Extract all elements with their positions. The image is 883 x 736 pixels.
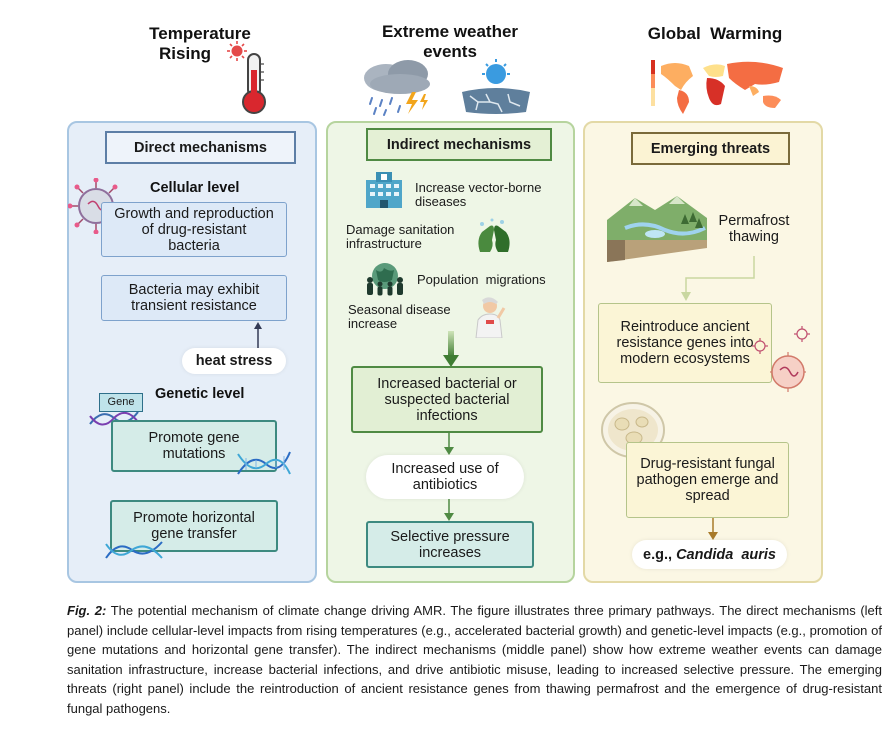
emerging-threats-title: Emerging threats xyxy=(631,132,790,165)
reintroduce-genes-text: Reintroduce ancient resistance genes int… xyxy=(616,319,754,367)
antibiotics-to-pressure-arrow xyxy=(444,499,454,521)
population-migrations-label: Population migrations xyxy=(417,272,546,287)
seasonal-disease-label: Seasonal disease increase xyxy=(348,302,451,331)
antibiotics-pill: Increased use of antibiotics xyxy=(366,455,524,499)
gene-dna-icon xyxy=(89,411,139,426)
caption-label: Fig. 2: xyxy=(67,603,107,618)
figure-caption: Fig. 2: The potential mechanism of clima… xyxy=(67,601,882,718)
cellular-level-label: Cellular level xyxy=(150,180,240,196)
thermometer-icon xyxy=(242,53,266,114)
gene-mutations-text: Promote gene mutations xyxy=(148,430,240,462)
fungal-pathogen-box: Drug-resistant fungal pathogen emerge an… xyxy=(626,442,789,518)
world-heatmap-icon xyxy=(651,60,783,114)
heat-stress-text: heat stress xyxy=(195,353,273,369)
gene-tag: Gene xyxy=(99,393,143,412)
drought-icon xyxy=(462,59,530,114)
hands-washing-icon xyxy=(478,218,510,252)
hospital-icon xyxy=(366,172,402,208)
global-warming-header: Global Warming xyxy=(647,24,783,43)
fungal-to-example-arrow xyxy=(708,518,718,540)
population-icon xyxy=(367,263,403,296)
extreme-weather-header: Extreme weather events xyxy=(381,22,519,61)
antibiotics-text: Increased use of antibiotics xyxy=(391,461,499,493)
direct-mechanisms-title: Direct mechanisms xyxy=(105,131,296,164)
candida-auris-pill: e.g., Candida auris xyxy=(632,540,787,569)
caption-text: The potential mechanism of climate chang… xyxy=(67,603,882,716)
storm-cloud-icon xyxy=(364,60,430,116)
temperature-header: Temperature Rising xyxy=(149,24,251,63)
bacterial-infections-text: Increased bacterial or suspected bacteri… xyxy=(377,375,517,424)
heat-stress-arrow xyxy=(254,322,262,349)
selective-pressure-box: Selective pressure increases xyxy=(366,521,534,568)
heat-stress-pill: heat stress xyxy=(182,348,286,374)
example-species: Candida auris xyxy=(676,546,776,563)
indirect-mechanisms-title: Indirect mechanisms xyxy=(366,128,552,161)
horizontal-transfer-box: Promote horizontal gene transfer xyxy=(110,500,278,552)
ancient-bacteria-icon xyxy=(752,326,810,392)
horizontal-transfer-text: Promote horizontal gene transfer xyxy=(133,510,255,542)
permafrost-label: Permafrost thawing xyxy=(718,213,790,245)
reintroduce-genes-box: Reintroduce ancient resistance genes int… xyxy=(598,303,772,383)
transient-resistance-box: Bacteria may exhibit transient resistanc… xyxy=(101,275,287,321)
bacterial-infections-box: Increased bacterial or suspected bacteri… xyxy=(351,366,543,433)
example-prefix: e.g., xyxy=(643,546,677,563)
gene-mutations-box: Promote gene mutations xyxy=(111,420,277,472)
infections-to-antibiotics-arrow xyxy=(444,433,454,455)
vector-borne-label: Increase vector-borne diseases xyxy=(415,180,542,209)
dna-helix-icon xyxy=(237,451,291,475)
sanitation-label: Damage sanitation infrastructure xyxy=(346,222,455,251)
genetic-level-label: Genetic level xyxy=(155,386,245,402)
growth-text: Growth and reproduction of drug-resistan… xyxy=(114,205,274,254)
permafrost-landscape-icon xyxy=(607,196,707,262)
seasonal-to-infections-arrow xyxy=(443,331,459,367)
selective-pressure-text: Selective pressure increases xyxy=(390,528,510,561)
sick-person-icon xyxy=(475,297,506,338)
transient-resistance-text: Bacteria may exhibit transient resistanc… xyxy=(128,282,260,314)
fungal-pathogen-text: Drug-resistant fungal pathogen emerge an… xyxy=(636,456,779,504)
dna-strand-icon xyxy=(105,541,163,559)
growth-box: Growth and reproduction of drug-resistan… xyxy=(101,202,287,257)
sun-icon xyxy=(227,41,247,61)
permafrost-to-reintroduce-arrow xyxy=(681,256,755,301)
